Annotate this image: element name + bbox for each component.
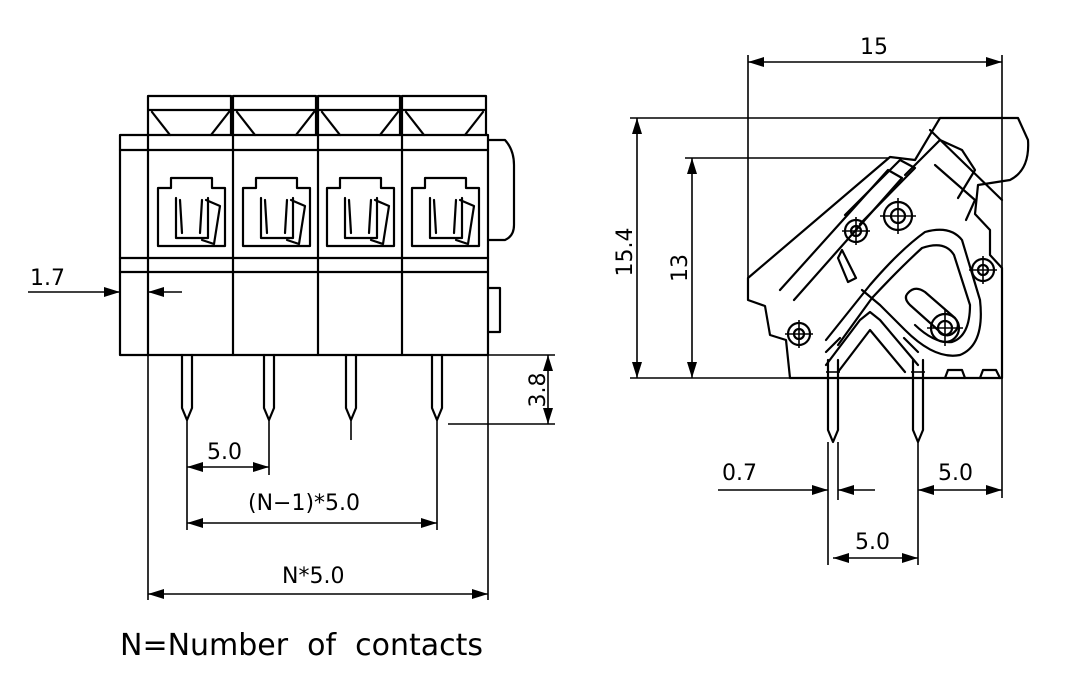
spring-lever	[824, 228, 982, 357]
dim-wall-label: 1.7	[30, 266, 65, 291]
dim-edge-label: 5.0	[938, 461, 973, 486]
push-buttons	[146, 94, 488, 137]
side-view: 15 15.4 13 0.7	[613, 35, 1030, 565]
side-body-outline	[746, 116, 1030, 380]
dim-pitch-label: 5.0	[207, 440, 242, 465]
terminal-body	[118, 133, 490, 357]
dim-pin-diameter: 0.7	[718, 442, 875, 565]
dim-side-width: 15	[747, 35, 1003, 278]
dim-pin-length: 3.8	[448, 354, 555, 425]
dim-pin-diameter-label: 0.7	[722, 461, 757, 486]
dim-side-width-label: 15	[860, 35, 888, 60]
dim-body-height-label: 13	[668, 254, 693, 282]
dim-pitch: 5.0	[186, 428, 270, 475]
dim-edge: 5.0	[917, 378, 1003, 565]
side-pins	[826, 358, 925, 444]
dim-total: N*5.0	[147, 355, 489, 600]
dim-side-pitch: 5.0	[833, 530, 918, 563]
footnote-text: N=Number of contacts	[120, 628, 483, 663]
dim-span-label: (N−1)*5.0	[248, 491, 360, 516]
dim-pin-length-label: 3.8	[526, 373, 551, 408]
pins	[180, 353, 444, 440]
dim-side-height-label: 15.4	[613, 228, 638, 277]
screw-marks	[785, 198, 997, 348]
dim-span: (N−1)*5.0	[186, 428, 438, 530]
dim-body-height: 13	[668, 157, 888, 378]
dim-total-label: N*5.0	[282, 564, 344, 589]
front-view: 1.7 3.8 5.0 (N−1)*5.0	[28, 94, 555, 600]
side-key	[486, 286, 502, 334]
side-latch	[486, 138, 516, 242]
dim-wall-thickness: 1.7	[28, 266, 182, 297]
dim-side-height: 15.4	[613, 117, 1018, 379]
wire-entries	[156, 176, 481, 248]
dim-side-pitch-label: 5.0	[855, 530, 890, 555]
